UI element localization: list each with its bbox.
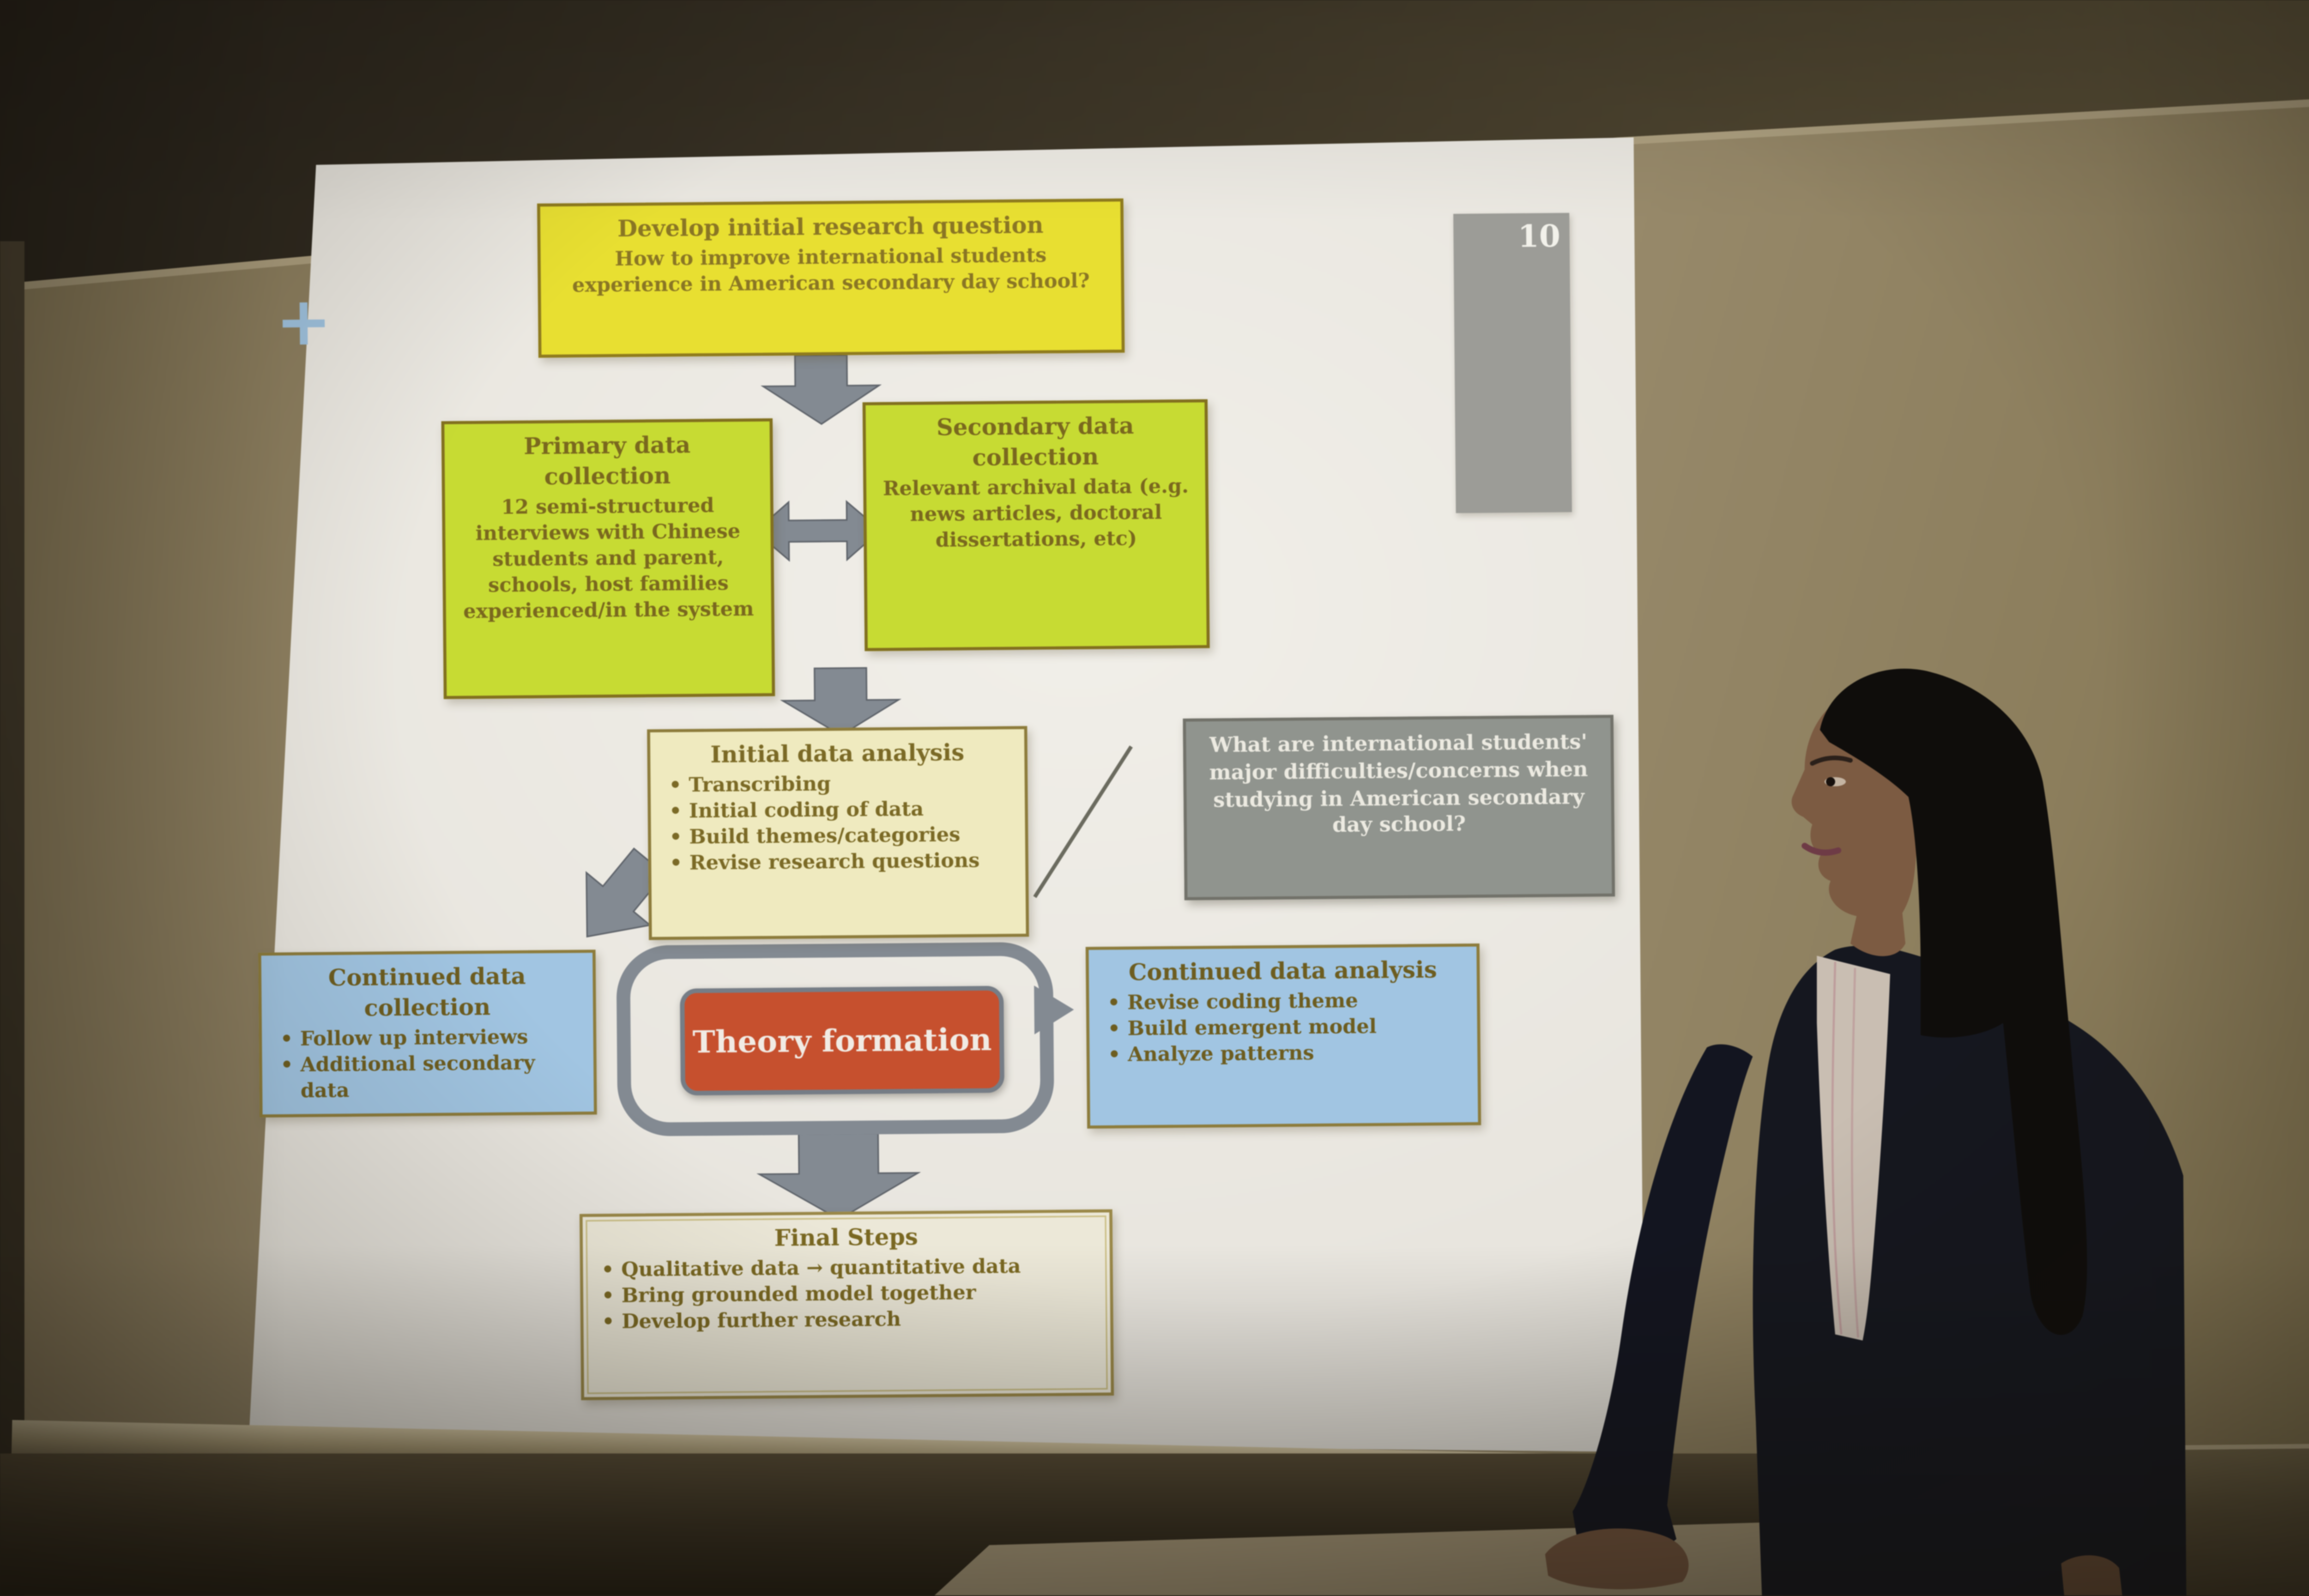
- theory-label: Theory formation: [692, 1021, 992, 1060]
- presenter: [1545, 668, 2187, 1596]
- bullet-item: •Build themes/categories: [669, 824, 961, 850]
- presenter-hair: [1819, 668, 2087, 1335]
- theory-cycle-ring: [617, 942, 1054, 1137]
- box-title: Develop initial research question: [617, 211, 1044, 243]
- bullet-item: •Additional secondary data: [280, 1052, 535, 1104]
- continued-collection-box: Continued data collection •Follow up int…: [258, 949, 597, 1118]
- bullet-item: •Revise coding theme: [1107, 990, 1358, 1016]
- box-title: Continued data analysis: [1128, 956, 1437, 986]
- presenter-hand: [1545, 1528, 1689, 1590]
- presenter-lips: [1801, 842, 1842, 856]
- arrow-down-to-final: [756, 1132, 921, 1221]
- arrow-down-to-analysis: [780, 667, 902, 737]
- develop-question-box: Develop initial research question How to…: [537, 198, 1125, 358]
- presenter-arm: [1572, 1044, 1753, 1557]
- secondary-data-box: Secondary data collection Relevant archi…: [862, 399, 1210, 651]
- presenter-hand-right: [2061, 1555, 2122, 1596]
- presenter-eyebrow: [1810, 756, 1853, 766]
- bullet-item: •Revise research questions: [669, 850, 980, 877]
- shirt-stripe: [1851, 968, 1859, 1338]
- box-title: Secondary data collection: [936, 412, 1134, 472]
- bullet-item: •Initial coding of data: [669, 798, 924, 824]
- theory-formation-box: Theory formation: [680, 985, 1005, 1096]
- callout-line: [1033, 745, 1133, 898]
- box-body: 12 semi-structured interviews with Chine…: [463, 494, 754, 625]
- box-body: How to improve international students ex…: [572, 244, 1090, 298]
- primary-data-box: Primary data collection 12 semi-structur…: [441, 418, 775, 699]
- bullet-item: •Develop further research: [602, 1309, 901, 1335]
- arrow-double-horizontal: [754, 500, 882, 562]
- box-title: Final Steps: [774, 1223, 919, 1252]
- initial-analysis-box: Initial data analysis •Transcribing •Ini…: [647, 726, 1029, 940]
- bullet-item: •Qualitative data → quantitative data: [601, 1255, 1021, 1282]
- left-wall-edge: [0, 241, 24, 1596]
- bullet-item: •Analyze patterns: [1107, 1043, 1314, 1068]
- shirt-stripe: [1831, 961, 1843, 1335]
- bullet-item: •Follow up interviews: [280, 1026, 528, 1051]
- bullet-item: •Build emergent model: [1107, 1016, 1377, 1041]
- box-title: Initial data analysis: [710, 738, 965, 769]
- bullet-item: •Bring grounded model together: [601, 1282, 976, 1309]
- bullet-item: •Transcribing: [669, 773, 831, 798]
- presenter-pupil: [1826, 777, 1835, 786]
- box-body: Relevant archival data (e.g. news articl…: [882, 475, 1189, 553]
- final-steps-box: Final Steps •Qualitative data → quantita…: [579, 1209, 1114, 1401]
- box-title: Primary data collection: [524, 431, 691, 490]
- box-title: Continued data collection: [328, 962, 526, 1022]
- arrow-down-from-question: [760, 354, 882, 425]
- continued-analysis-box: Continued data analysis •Revise coding t…: [1085, 943, 1481, 1129]
- cycle-arrowhead-right: [1034, 985, 1074, 1034]
